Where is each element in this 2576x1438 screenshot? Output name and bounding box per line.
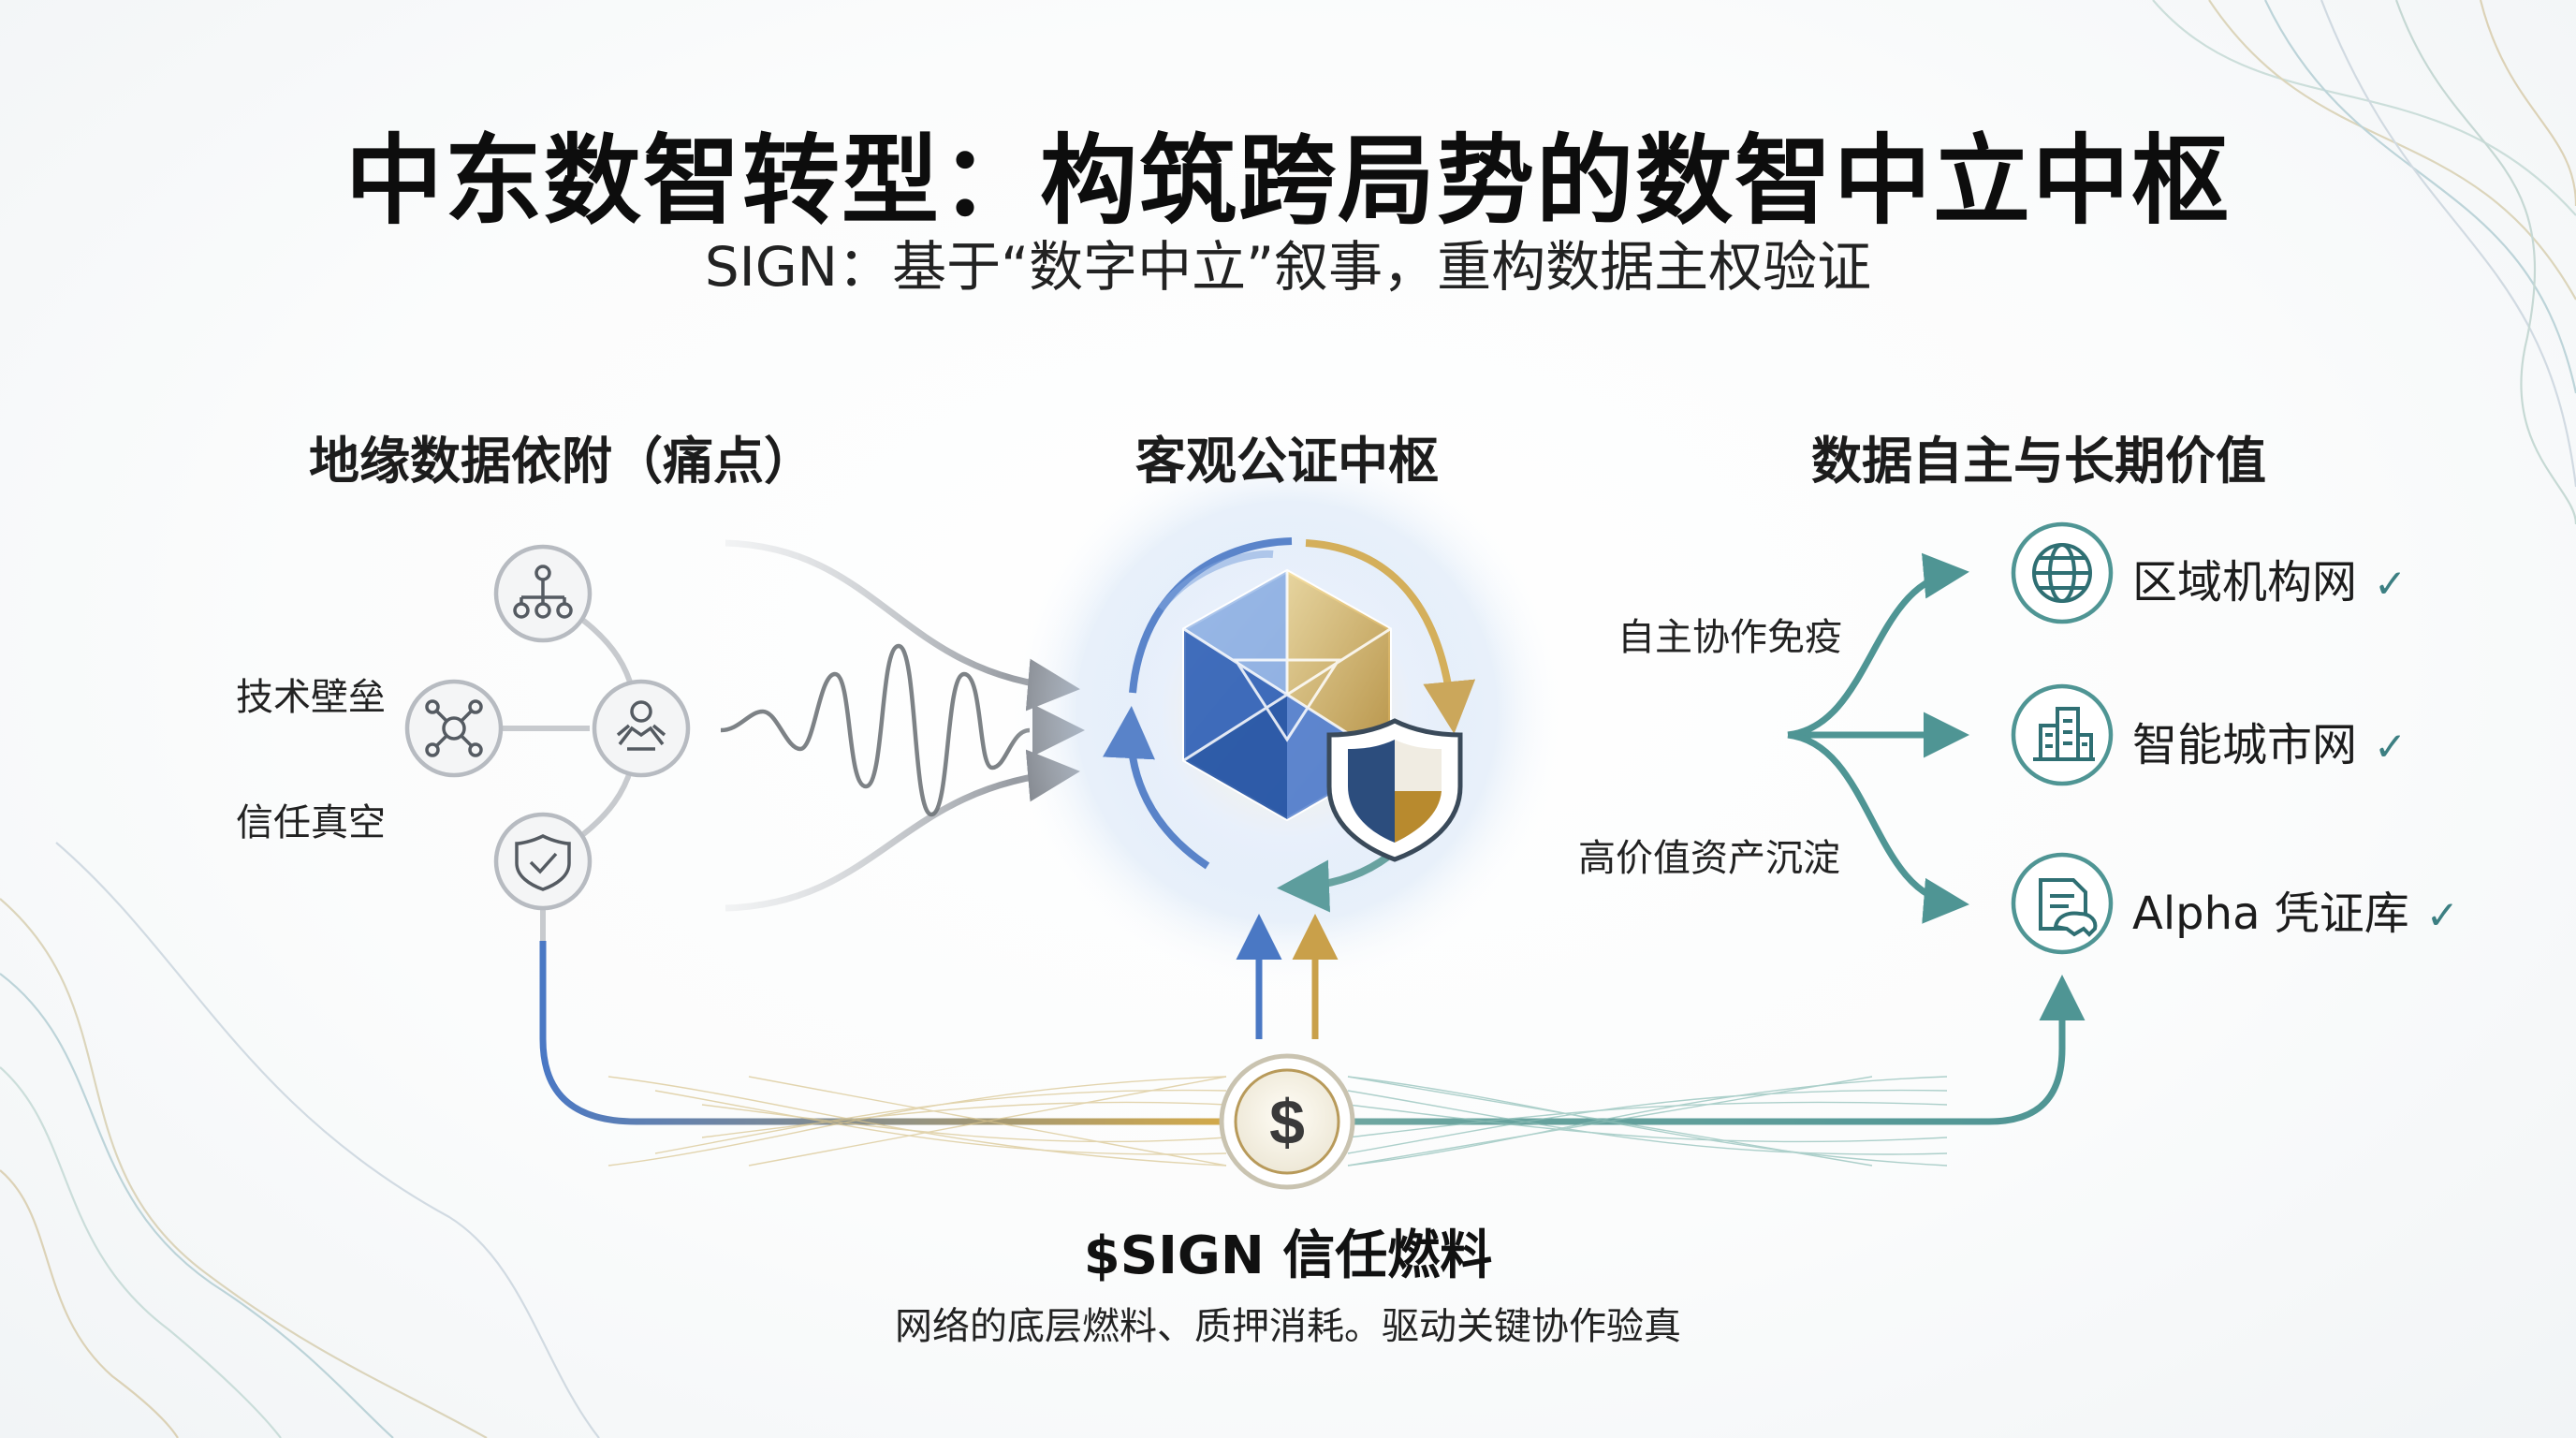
shield-icon xyxy=(1326,718,1463,862)
right-item-label: Alpha 凭证库 xyxy=(2132,888,2409,940)
right-item-regional-network: 区域机构网 ✓ xyxy=(2132,545,2407,610)
document-bear-icon xyxy=(2039,878,2098,937)
hands-icon xyxy=(616,700,666,751)
right-item-alpha-vault: Alpha 凭证库 ✓ xyxy=(2132,876,2459,942)
svg-text:$: $ xyxy=(1269,1087,1305,1158)
page-title: 中东数智转型：构筑跨局势的数智中立中枢 xyxy=(344,124,2231,238)
left-label-trust-vacuum: 信任真空 xyxy=(236,801,386,844)
fuel-title: $SIGN 信任燃料 xyxy=(1083,1225,1493,1286)
signal-wave xyxy=(720,643,1031,817)
check-icon: ✓ xyxy=(2374,724,2408,770)
center-heading: 客观公证中枢 xyxy=(1135,432,1439,491)
dollar-coin-icon: $ xyxy=(1219,1053,1355,1190)
contour-decoration-bottom-left xyxy=(0,842,600,1438)
check-icon: ✓ xyxy=(2425,892,2459,938)
right-item-label: 区域机构网 xyxy=(2132,556,2358,609)
mesh-band-left xyxy=(607,1076,1227,1167)
buildings-icon xyxy=(2033,707,2095,761)
fuel-description: 网络的底层燃料、质押消耗。驱动关键协作验真 xyxy=(895,1305,1681,1348)
shield-check-icon xyxy=(515,834,571,891)
mesh-band-right xyxy=(1347,1076,1948,1167)
network-icon xyxy=(425,699,483,757)
contour-decoration-top-right xyxy=(2152,0,2576,525)
globe-icon xyxy=(2032,543,2092,603)
left-label-tech-barrier: 技术壁垒 xyxy=(236,676,386,719)
branch-label-top: 自主协作免疫 xyxy=(1617,616,1842,659)
outgoing-branches xyxy=(1502,552,1969,924)
page-subtitle: SIGN：基于“数字中立”叙事，重构数据主权验证 xyxy=(704,235,1872,299)
right-heading: 数据自主与长期价值 xyxy=(1811,432,2266,491)
branch-label-bottom: 高价值资产沉淀 xyxy=(1578,837,1840,880)
fuel-routing xyxy=(539,914,2086,1125)
check-icon: ✓ xyxy=(2374,561,2408,607)
hierarchy-icon xyxy=(513,565,573,619)
right-item-smart-city: 智能城市网 ✓ xyxy=(2132,708,2407,773)
right-item-label: 智能城市网 xyxy=(2132,719,2358,771)
left-heading: 地缘数据依附（痛点） xyxy=(309,432,814,491)
